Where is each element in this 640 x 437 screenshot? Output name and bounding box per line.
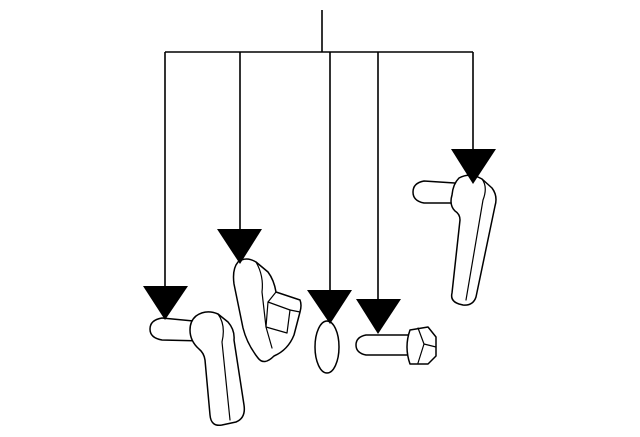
handle-right-edge [465,178,486,301]
bracket-edge [255,261,273,349]
handle-left-lever [189,311,246,427]
bolt [355,326,437,365]
oval-washer [314,320,340,374]
handle-left-edge [217,313,231,421]
arrowheads [143,149,496,334]
arrowhead-bracket [217,229,262,264]
bracket-top [267,291,301,313]
washer [314,320,340,374]
bolt-shank [355,334,415,356]
arrowhead-handle-right [451,149,496,184]
leader-lines [164,10,474,300]
handle-right [412,174,497,306]
arrowhead-washer [307,290,352,324]
bolt-hex-facets [417,327,437,364]
handle-right-lever [450,174,497,306]
arrowhead-bolt [356,299,401,334]
bracket-face [265,301,291,334]
arrowhead-handle-left [143,286,188,320]
bracket [232,258,302,363]
handle-left [149,311,246,427]
